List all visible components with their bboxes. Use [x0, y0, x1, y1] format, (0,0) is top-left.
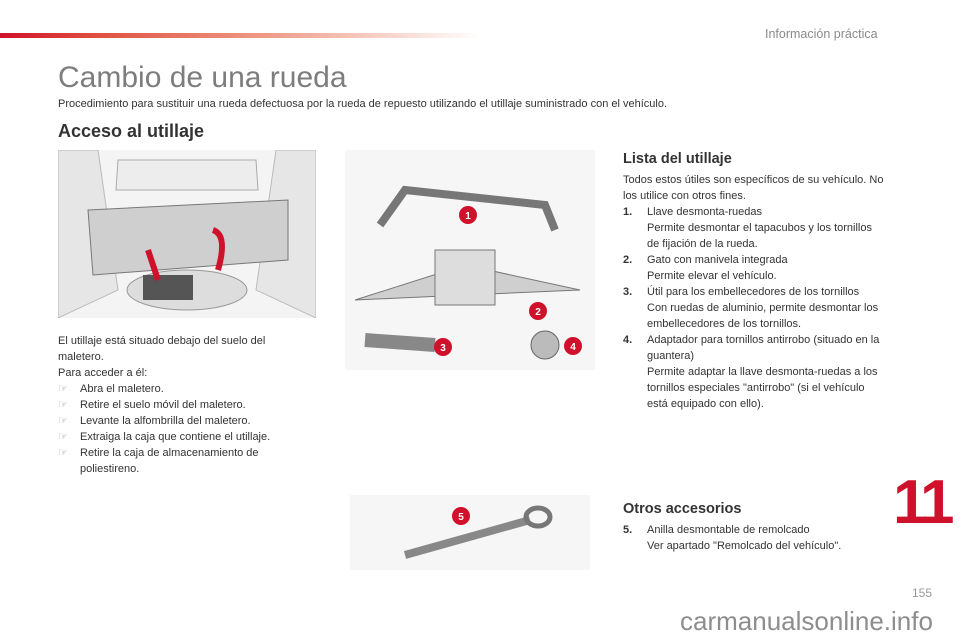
item-title: Gato con manivela integrada — [647, 254, 788, 266]
list-item: 3. Útil para los embellecedores de los to… — [623, 284, 885, 332]
pointing-hand-icon: ☞ — [58, 431, 68, 443]
item-description: Permite elevar el vehículo. — [647, 270, 777, 282]
page-subtitle: Procedimiento para sustituir una rueda d… — [58, 98, 668, 110]
access-step: ☞ Abra el maletero. — [58, 381, 308, 397]
pointing-hand-icon: ☞ — [58, 447, 68, 459]
step-text: Abra el maletero. — [80, 383, 164, 395]
item-description: Ver apartado "Remolcado del vehículo". — [647, 540, 842, 552]
section-title: Información práctica — [765, 27, 878, 41]
item-number: 3. — [623, 286, 633, 298]
tools-heading: Lista del utillaje — [623, 151, 732, 167]
item-description: Permite adaptar la llave desmonta-ruedas… — [647, 366, 878, 410]
callout-1: 1 — [465, 211, 471, 222]
tow-ring-illustration: 5 — [350, 495, 590, 570]
item-title: Llave desmonta-ruedas — [647, 206, 762, 218]
access-lead: Para acceder a él: — [58, 367, 148, 379]
item-title: Anilla desmontable de remolcado — [647, 524, 810, 536]
access-step: ☞ Retire el suelo móvil del maletero. — [58, 397, 308, 413]
item-title: Adaptador para tornillos antirrobo (situ… — [647, 334, 880, 362]
access-step: ☞ Levante la alfombrilla del maletero. — [58, 413, 308, 429]
step-text: Retire la caja de almacenamiento de poli… — [80, 447, 259, 475]
tools-text: Todos estos útiles son específicos de su… — [623, 172, 885, 412]
item-number: 5. — [623, 524, 633, 536]
callout-3: 3 — [440, 343, 446, 354]
item-title: Útil para los embellecedores de los torn… — [647, 286, 860, 298]
header-accent-bar — [0, 33, 480, 38]
item-number: 1. — [623, 206, 633, 218]
item-description: Permite desmontar el tapacubos y los tor… — [647, 222, 872, 250]
access-heading: Acceso al utillaje — [58, 121, 205, 141]
pointing-hand-icon: ☞ — [58, 415, 68, 427]
item-description: Con ruedas de aluminio, permite desmonta… — [647, 302, 879, 330]
callout-2: 2 — [535, 307, 541, 318]
list-item: 4. Adaptador para tornillos antirrobo (si… — [623, 332, 885, 412]
trunk-illustration — [58, 150, 316, 318]
callout-4: 4 — [570, 342, 576, 353]
item-number: 4. — [623, 334, 633, 346]
access-step: ☞ Extraiga la caja que contiene el utilla… — [58, 429, 308, 445]
pointing-hand-icon: ☞ — [58, 383, 68, 395]
access-text: El utillaje está situado debajo del suel… — [58, 333, 308, 477]
item-number: 2. — [623, 254, 633, 266]
chapter-number: 11 — [893, 468, 955, 537]
pointing-hand-icon: ☞ — [58, 399, 68, 411]
tools-intro: Todos estos útiles son específicos de su… — [623, 174, 884, 202]
step-text: Extraiga la caja que contiene el utillaj… — [80, 431, 271, 443]
page-number: 155 — [912, 586, 933, 600]
step-text: Levante la alfombrilla del maletero. — [80, 415, 251, 427]
page-title: Cambio de una rueda — [58, 61, 347, 94]
step-text: Retire el suelo móvil del maletero. — [80, 399, 246, 411]
access-steps: ☞ Abra el maletero. ☞ Retire el suelo móvil… — [58, 381, 308, 477]
access-intro: El utillaje está situado debajo del suel… — [58, 335, 266, 363]
callout-5: 5 — [458, 512, 464, 523]
tools-illustration: 1 2 3 4 — [345, 150, 595, 370]
others-heading: Otros accesorios — [623, 501, 742, 517]
access-step: ☞ Retire la caja de almacenamiento de pol… — [58, 445, 308, 477]
watermark: carmanualsonline.info — [680, 606, 933, 636]
